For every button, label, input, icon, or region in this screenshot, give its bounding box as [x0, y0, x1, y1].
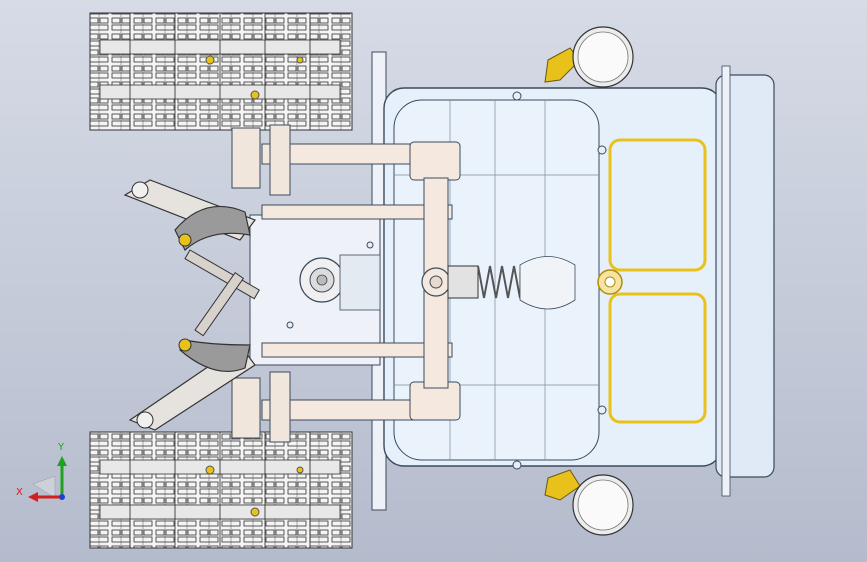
y-axis-label: Y	[58, 442, 65, 453]
bottom-track-assembly	[89, 431, 353, 549]
wheel-bottom	[544, 469, 634, 536]
y-axis-arrow	[57, 456, 67, 466]
z-axis-dot	[59, 494, 65, 500]
lower-arm-linkage	[128, 271, 256, 431]
spring-damper	[447, 256, 623, 310]
vertical-spine	[421, 177, 451, 389]
upper-tube-frame	[231, 124, 461, 220]
battery-panels	[608, 138, 707, 424]
coordinate-triad	[28, 456, 67, 502]
fasteners	[286, 91, 607, 470]
wheel-top	[544, 26, 634, 88]
upper-arm-linkage	[123, 179, 260, 300]
drive-block	[249, 214, 381, 366]
lower-tube-frame	[231, 342, 461, 443]
top-track-assembly	[89, 12, 353, 131]
x-axis-label: X	[16, 487, 23, 498]
x-axis-arrow	[28, 492, 38, 502]
